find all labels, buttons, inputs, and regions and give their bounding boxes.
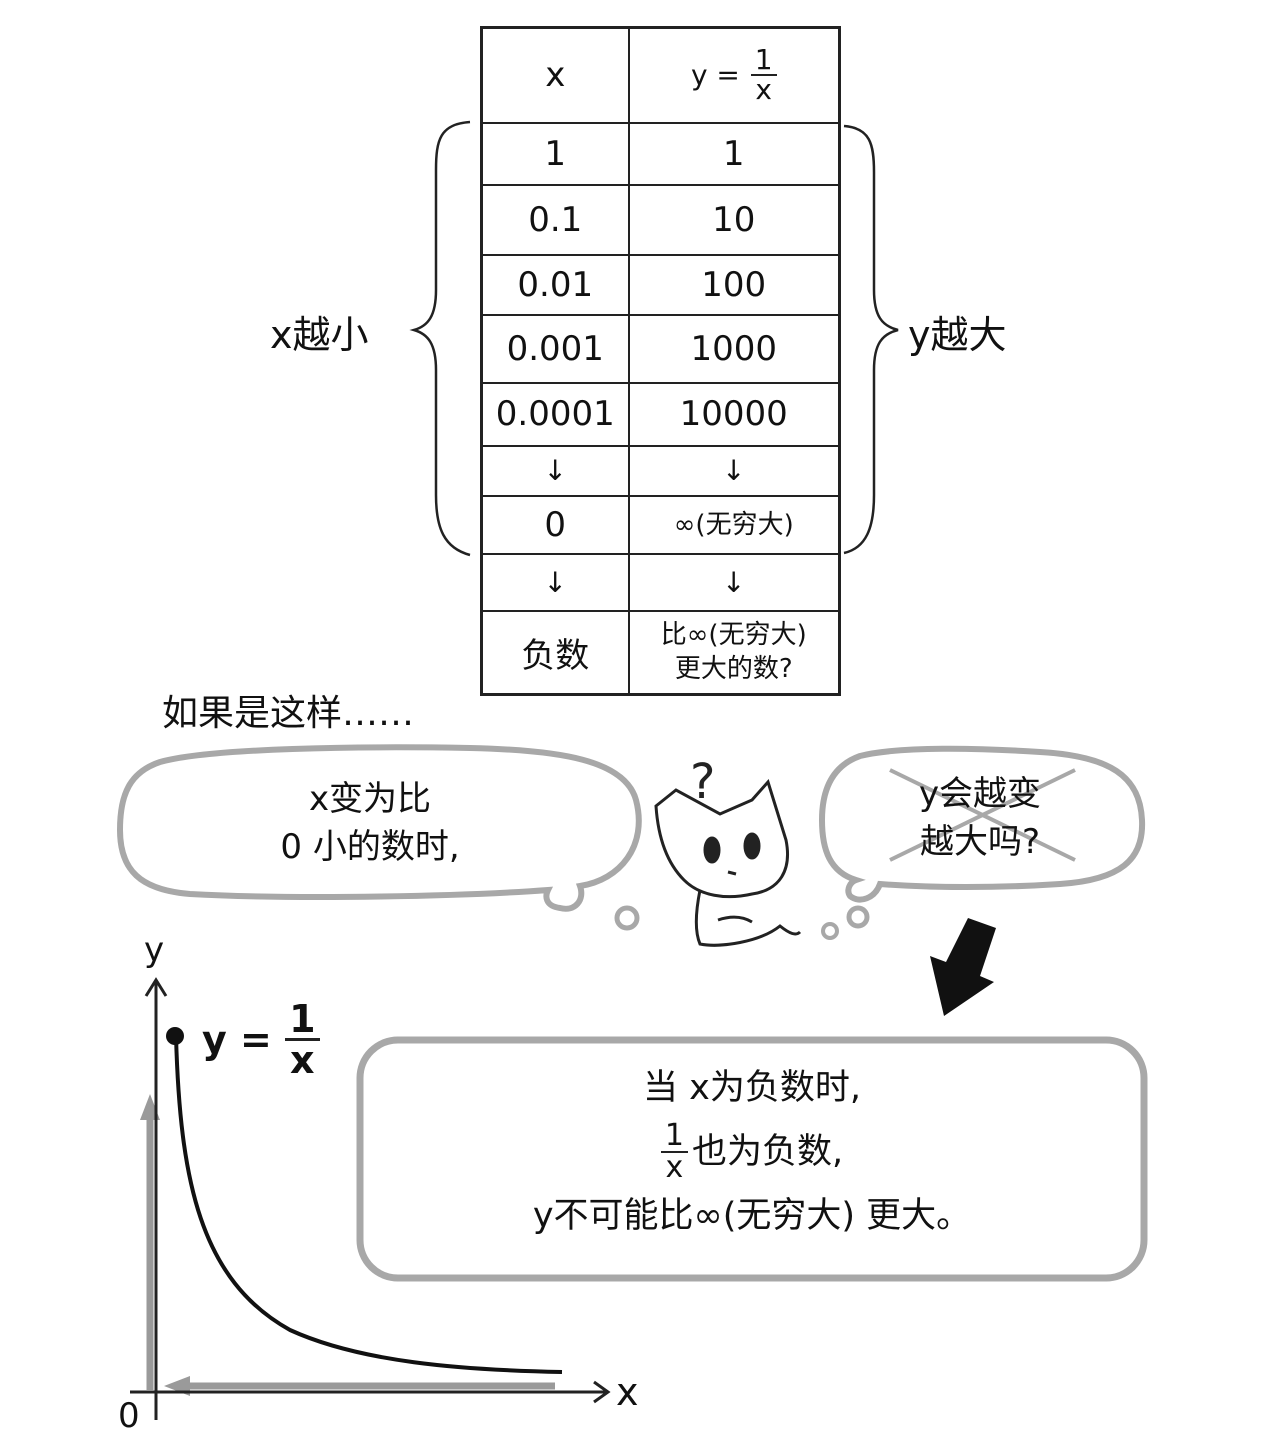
header-x: x <box>480 26 630 124</box>
explanation-box: 当 x为负数时, 1 x 也为负数, y不可能比∞(无穷大) 更大。 <box>362 1056 1142 1248</box>
thought-dots-icon <box>846 905 870 929</box>
table-header-row: x y = 1 x <box>480 26 841 124</box>
explanation-line2: 1 x 也为负数, <box>362 1120 1142 1184</box>
explanation-line1: 当 x为负数时, <box>643 1068 861 1108</box>
curve-label-num: 1 <box>285 1000 320 1041</box>
right-brace-icon <box>843 124 899 555</box>
table-row: 0.01 100 <box>480 253 841 316</box>
left-bubble-line1: x变为比 <box>308 779 432 819</box>
row-x-arrow: ↓ <box>480 444 630 497</box>
row-y: 1 <box>627 121 841 186</box>
y-axis-label: y <box>144 930 165 970</box>
header-y-num: 1 <box>750 46 777 77</box>
explanation-box-frame <box>356 1036 1148 1282</box>
row-y: 10000 <box>627 381 841 447</box>
left-bubble-line2: 0 小的数时, <box>280 827 460 867</box>
graph <box>130 977 611 1420</box>
row-y-question-line1: 比∞(无穷大) <box>660 620 807 651</box>
row-x: 1 <box>480 121 630 186</box>
row-x-negative: 负数 <box>480 609 630 696</box>
explanation-line2-rest: 也为负数, <box>691 1132 844 1172</box>
left-bubble-text: x变为比 0 小的数时, <box>200 775 540 871</box>
thought-dots-icon <box>821 922 839 940</box>
table-row: 0.001 1000 <box>480 313 841 384</box>
row-y-infinity: ∞(无穷大) <box>627 494 841 555</box>
table-row: 0.0001 10000 <box>480 381 841 447</box>
explanation-fraction-num: 1 <box>660 1121 688 1153</box>
row-x-arrow: ↓ <box>480 552 630 612</box>
table-row: 1 1 <box>480 121 841 186</box>
row-y-question: 比∞(无穷大) 更大的数? <box>627 609 841 696</box>
row-x: 0.0001 <box>480 381 630 447</box>
row-y: 100 <box>627 253 841 316</box>
right-bubble-line2: 越大吗? <box>919 822 1041 862</box>
header-y-fraction: 1 x <box>750 46 777 107</box>
curve-label-den: x <box>290 1038 315 1082</box>
left-thought-bubble <box>116 744 642 912</box>
right-thought-bubble <box>818 745 1146 903</box>
table-row: 负数 比∞(无穷大) 更大的数? <box>480 609 841 696</box>
cat-question-mark: ? <box>690 754 715 810</box>
row-x: 0.01 <box>480 253 630 316</box>
cross-out-line <box>889 768 1076 862</box>
table-row: ↓ ↓ <box>480 444 841 497</box>
right-bubble-text: y会越变 越大吗? <box>860 770 1100 866</box>
curve-dot <box>166 1027 184 1045</box>
x-axis-label: x <box>616 1370 639 1414</box>
cat-icon <box>654 779 802 947</box>
reciprocal-curve <box>174 1035 563 1374</box>
row-y-arrow: ↓ <box>627 552 841 612</box>
row-x: 0.1 <box>480 183 630 256</box>
thought-dots-icon <box>614 905 640 931</box>
row-x: 0 <box>480 494 630 555</box>
row-y-arrow: ↓ <box>627 444 841 497</box>
explanation-line3: y不可能比∞(无穷大) 更大。 <box>532 1196 972 1236</box>
row-y-question-line2: 更大的数? <box>674 654 793 685</box>
row-y: 1000 <box>627 313 841 384</box>
right-label: y越大 <box>908 313 1007 357</box>
right-bubble-line1: y会越变 <box>918 774 1042 814</box>
header-y: y = 1 x <box>627 26 841 124</box>
header-y-den: x <box>755 73 772 107</box>
explanation-fraction: 1 x <box>660 1121 688 1185</box>
row-y: 10 <box>627 183 841 256</box>
table-row: ↓ ↓ <box>480 552 841 612</box>
down-arrow-icon <box>930 918 996 1016</box>
table-row: 0.1 10 <box>480 183 841 256</box>
intro-text: 如果是这样…… <box>162 693 415 734</box>
header-y-prefix: y = <box>690 58 740 92</box>
explanation-fraction-den: x <box>665 1150 684 1185</box>
origin-label: 0 <box>118 1396 140 1436</box>
left-brace-icon <box>409 120 471 557</box>
row-x: 0.001 <box>480 313 630 384</box>
left-label: x越小 <box>270 313 369 357</box>
curve-label-fraction: 1 x <box>285 1000 320 1082</box>
table-row: 0 ∞(无穷大) <box>480 494 841 555</box>
value-table: x y = 1 x 1 1 0.1 10 0.01 100 0.001 1000… <box>480 26 841 696</box>
curve-label-prefix: y = <box>202 1017 272 1062</box>
curve-label: y = 1 x <box>202 1000 320 1079</box>
